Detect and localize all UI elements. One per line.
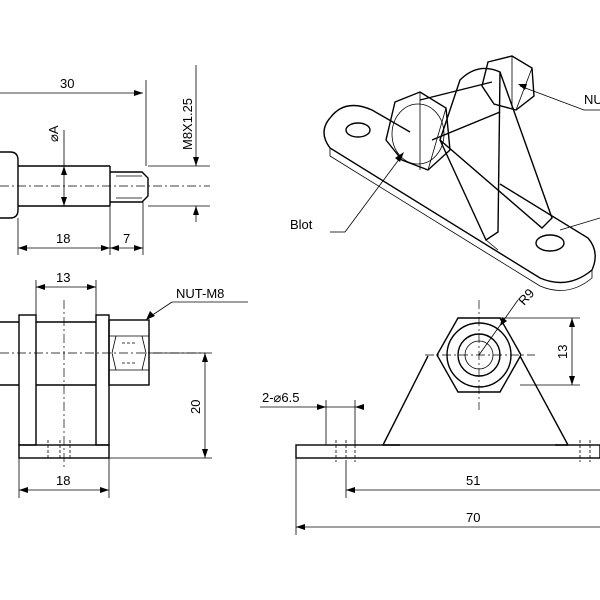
- hole-label: 2-⌀6.5: [262, 390, 299, 405]
- bolt-head: [0, 151, 19, 219]
- bolt-view: 30 M8X1.25 ⌀A 18 7: [0, 65, 210, 255]
- side-left-plate: [18, 314, 37, 446]
- isometric-view: Blot NUT: [290, 55, 600, 291]
- side-view: NUT-M8 13 20 18: [0, 270, 248, 498]
- diameter-label: ⌀A: [46, 125, 61, 142]
- front-bracket: [382, 355, 569, 446]
- overall-length-label: 70: [466, 510, 480, 525]
- thread-length-label: 7: [123, 231, 130, 246]
- iso-bracket: [439, 67, 553, 229]
- iso-base-plate: [323, 117, 596, 284]
- side-nut: [108, 319, 150, 386]
- radius-label: R9: [515, 286, 537, 308]
- front-height-label: 13: [555, 345, 570, 359]
- shank-length-label: 18: [56, 231, 70, 246]
- iso-nut: [481, 55, 535, 111]
- side-base-width-label: 18: [56, 473, 70, 488]
- bolt-callout-label: Blot: [290, 217, 313, 232]
- bolt-length-label: 30: [60, 76, 74, 91]
- side-right-plate: [95, 314, 110, 446]
- front-base: [295, 444, 600, 459]
- front-view: R9 13 2-⌀6.5 51 70: [260, 286, 600, 535]
- side-top-width-label: 13: [56, 270, 70, 285]
- side-nut-label: NUT-M8: [176, 286, 224, 301]
- side-height-label: 20: [188, 400, 203, 414]
- thread-spec-label: M8X1.25: [180, 98, 195, 150]
- iso-bolt-head: [385, 91, 451, 171]
- iso-bolt-shaft: [419, 81, 501, 141]
- hole-spacing-label: 51: [466, 473, 480, 488]
- nut-callout-label: NUT: [584, 92, 600, 107]
